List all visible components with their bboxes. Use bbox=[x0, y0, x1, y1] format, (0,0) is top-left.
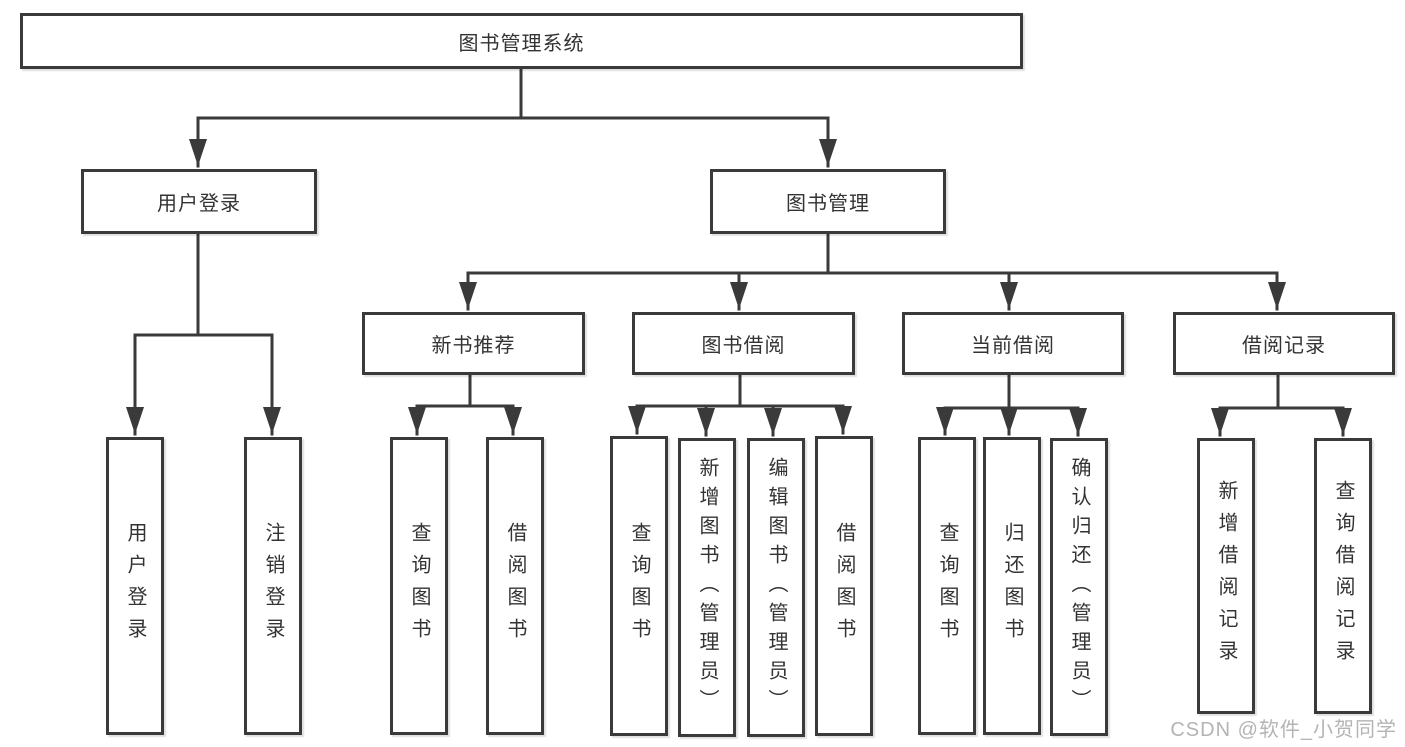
node-book-management: 图书管理 bbox=[710, 169, 946, 234]
leaf-br-add-record: 新增借阅记录 bbox=[1197, 438, 1255, 714]
leaf-nbr-query-books: 查询图书 bbox=[390, 437, 448, 735]
node-current-borrow: 当前借阅 bbox=[902, 312, 1124, 375]
csdn-watermark: CSDN @软件_小贺同学 bbox=[1170, 719, 1397, 741]
leaf-logout: 注销登录 bbox=[244, 437, 302, 735]
leaf-bb-edit-books-admin: 编辑图书（管理员） bbox=[747, 438, 805, 737]
node-user-login: 用户登录 bbox=[81, 169, 317, 234]
node-root: 图书管理系统 bbox=[20, 13, 1023, 69]
leaf-cb-query-books: 查询图书 bbox=[918, 437, 976, 735]
leaf-cb-return-books: 归还图书 bbox=[983, 437, 1041, 735]
leaf-bb-add-books-admin: 新增图书（管理员） bbox=[678, 438, 736, 737]
leaf-bb-query-books: 查询图书 bbox=[610, 436, 668, 736]
node-new-book-recommend: 新书推荐 bbox=[362, 312, 585, 375]
leaf-user-login: 用户登录 bbox=[106, 437, 164, 735]
leaf-nbr-borrow-books: 借阅图书 bbox=[486, 437, 544, 735]
node-book-borrow: 图书借阅 bbox=[632, 312, 855, 375]
leaf-bb-borrow-books: 借阅图书 bbox=[815, 436, 873, 736]
leaf-cb-confirm-return-admin: 确认归还（管理员） bbox=[1050, 438, 1108, 736]
leaf-br-query-record: 查询借阅记录 bbox=[1314, 438, 1372, 714]
node-borrow-records: 借阅记录 bbox=[1173, 312, 1395, 375]
